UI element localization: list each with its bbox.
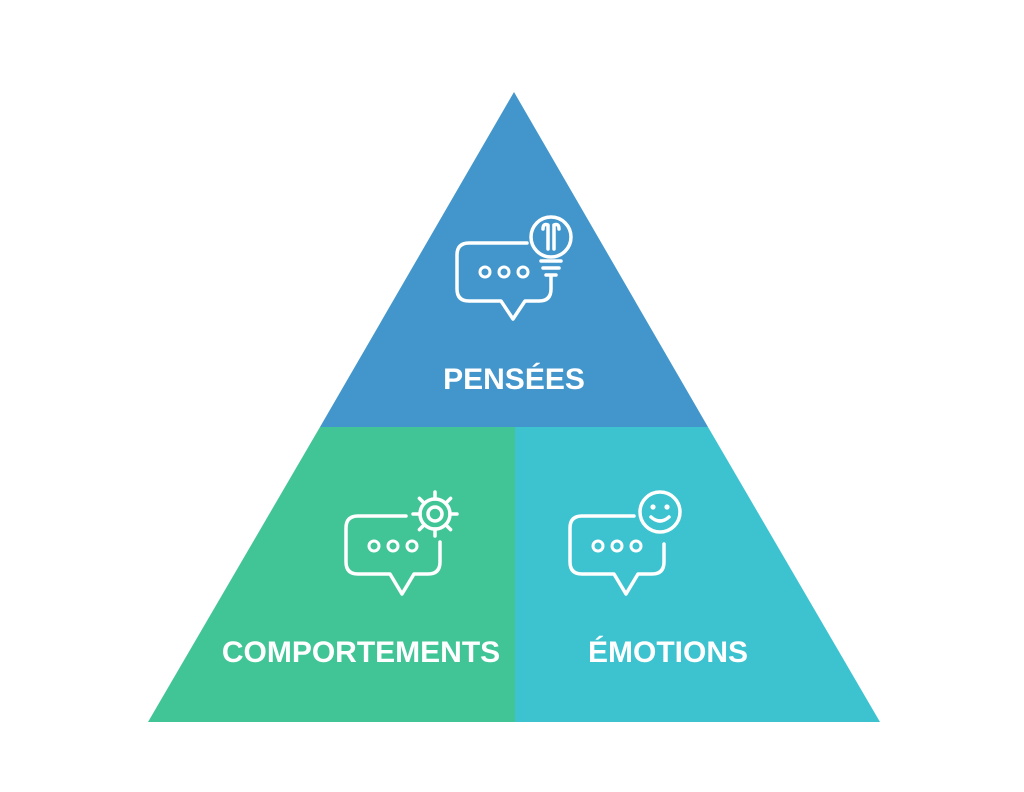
chat-bubble-lightbulb-icon <box>455 215 573 321</box>
label-pensees: PENSÉES <box>443 362 585 396</box>
chat-bubble-gear-icon <box>344 490 459 596</box>
segment-bottom-right <box>515 427 880 722</box>
label-emotions: ÉMOTIONS <box>588 635 748 669</box>
segment-bottom-left <box>148 427 515 722</box>
label-comportements: COMPORTEMENTS <box>222 636 500 669</box>
chat-bubble-smiley-icon <box>568 490 682 596</box>
segment-top <box>320 92 708 427</box>
